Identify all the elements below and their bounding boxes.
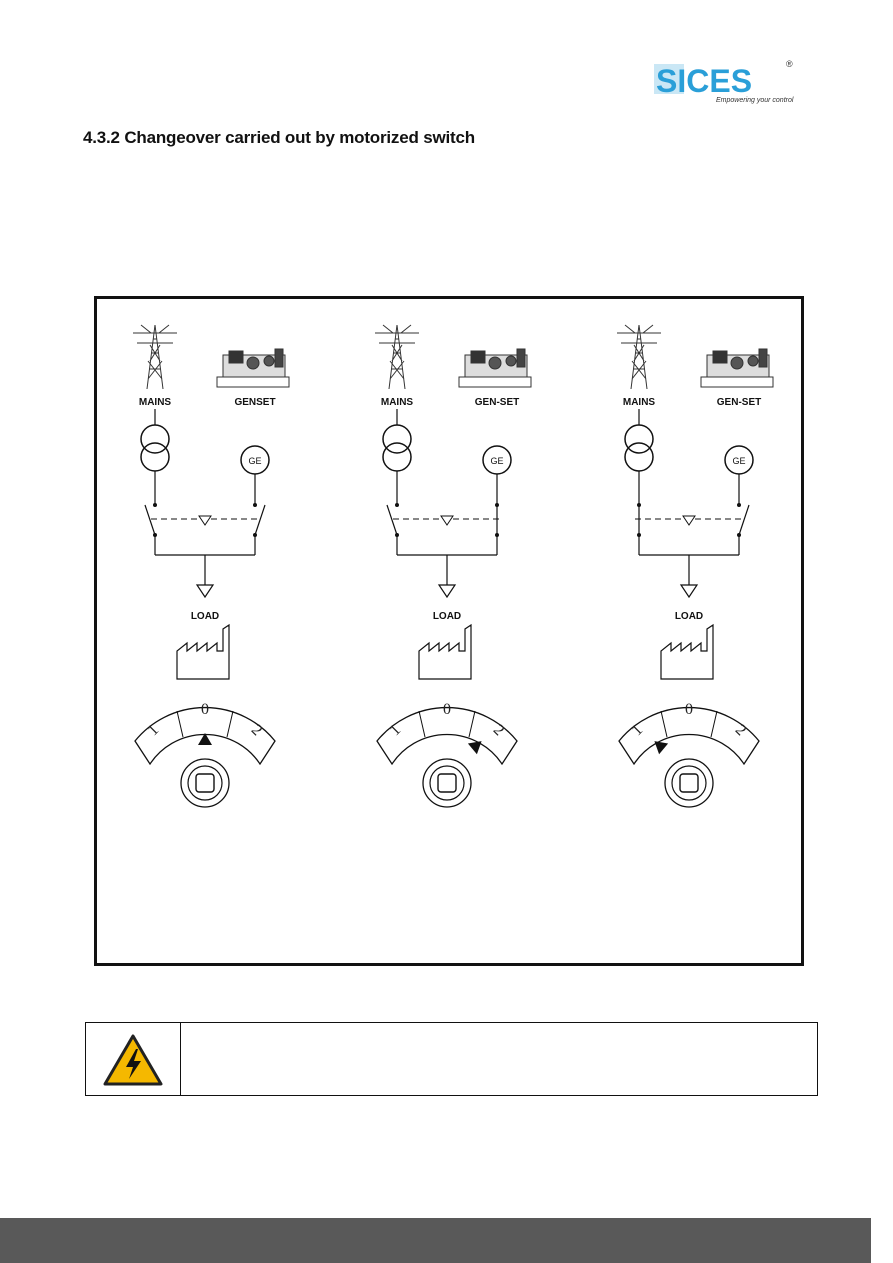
high-voltage-warning-icon <box>103 1034 163 1086</box>
genset-label: GEN-SET <box>716 397 762 408</box>
transformer-coil-top <box>624 424 654 454</box>
load-label: LOAD <box>432 611 462 622</box>
ge-text: GE <box>490 456 503 466</box>
dial-knob-square <box>679 773 699 793</box>
warning-divider <box>180 1023 181 1095</box>
dial-divider-right <box>710 710 718 738</box>
transformer-coil-bottom <box>382 442 412 472</box>
mains-label: MAINS <box>622 397 656 408</box>
factory-icon <box>660 623 714 680</box>
interlock-triangle <box>440 515 454 526</box>
load-arrow <box>437 584 457 599</box>
dial-position-1: 0 <box>201 701 209 718</box>
dial-divider-right <box>468 710 476 738</box>
dial-pointer <box>654 741 669 755</box>
dial-knob-square <box>437 773 457 793</box>
genset-switch-blade <box>738 504 750 536</box>
transformer-coil-top <box>140 424 170 454</box>
transformer-coil-bottom <box>624 442 654 472</box>
footer-bar <box>0 1218 893 1263</box>
dial-knob-square <box>195 773 215 793</box>
dial-position-1: 0 <box>443 701 451 718</box>
genset-icon <box>458 348 532 388</box>
dial-divider-left <box>418 710 426 738</box>
factory-icon <box>418 623 472 680</box>
mains-label: MAINS <box>380 397 414 408</box>
mains-contact-top <box>153 503 157 507</box>
mains-switch-blade <box>386 504 398 536</box>
interlock-triangle <box>682 515 696 526</box>
load-arrow <box>679 584 699 599</box>
transformer-coil-top <box>382 424 412 454</box>
load-label: LOAD <box>674 611 704 622</box>
selector-dial <box>134 706 276 808</box>
warning-box <box>85 1022 818 1096</box>
registered-mark: ® <box>786 59 793 69</box>
genset-contact-top <box>737 503 741 507</box>
logo-tagline: Empowering your control <box>716 97 794 104</box>
dial-divider-left <box>176 710 184 738</box>
genset-label: GEN-SET <box>474 397 520 408</box>
pylon-icon <box>375 324 419 390</box>
selector-dial <box>618 706 760 808</box>
dial-pointer <box>467 741 482 755</box>
page-number-box <box>871 1218 893 1263</box>
dial-divider-right <box>226 710 234 738</box>
load-label: LOAD <box>190 611 220 622</box>
mains-contact-top <box>395 503 399 507</box>
genset-label: GENSET <box>234 397 276 408</box>
dial-divider-left <box>660 710 668 738</box>
pylon-icon <box>617 324 661 390</box>
ge-text: GE <box>248 456 261 466</box>
sices-logo: SICES ® Empowering your control <box>654 59 794 104</box>
interlock-triangle <box>198 515 212 526</box>
mains-label: MAINS <box>138 397 172 408</box>
load-arrow <box>195 584 215 599</box>
section-heading: 4.3.2 Changeover carried out by motorize… <box>83 128 475 147</box>
logo-wordmark: SICES <box>656 63 752 99</box>
ge-text: GE <box>732 456 745 466</box>
genset-icon <box>216 348 290 388</box>
pylon-icon <box>133 324 177 390</box>
genset-switch-blade <box>254 504 266 536</box>
factory-icon <box>176 623 230 680</box>
dial-pointer <box>198 733 212 745</box>
transformer-coil-bottom <box>140 442 170 472</box>
mains-switch-blade <box>144 504 156 536</box>
dial-position-1: 0 <box>685 701 693 718</box>
selector-dial <box>376 706 518 808</box>
genset-contact-top <box>253 503 257 507</box>
genset-icon <box>700 348 774 388</box>
